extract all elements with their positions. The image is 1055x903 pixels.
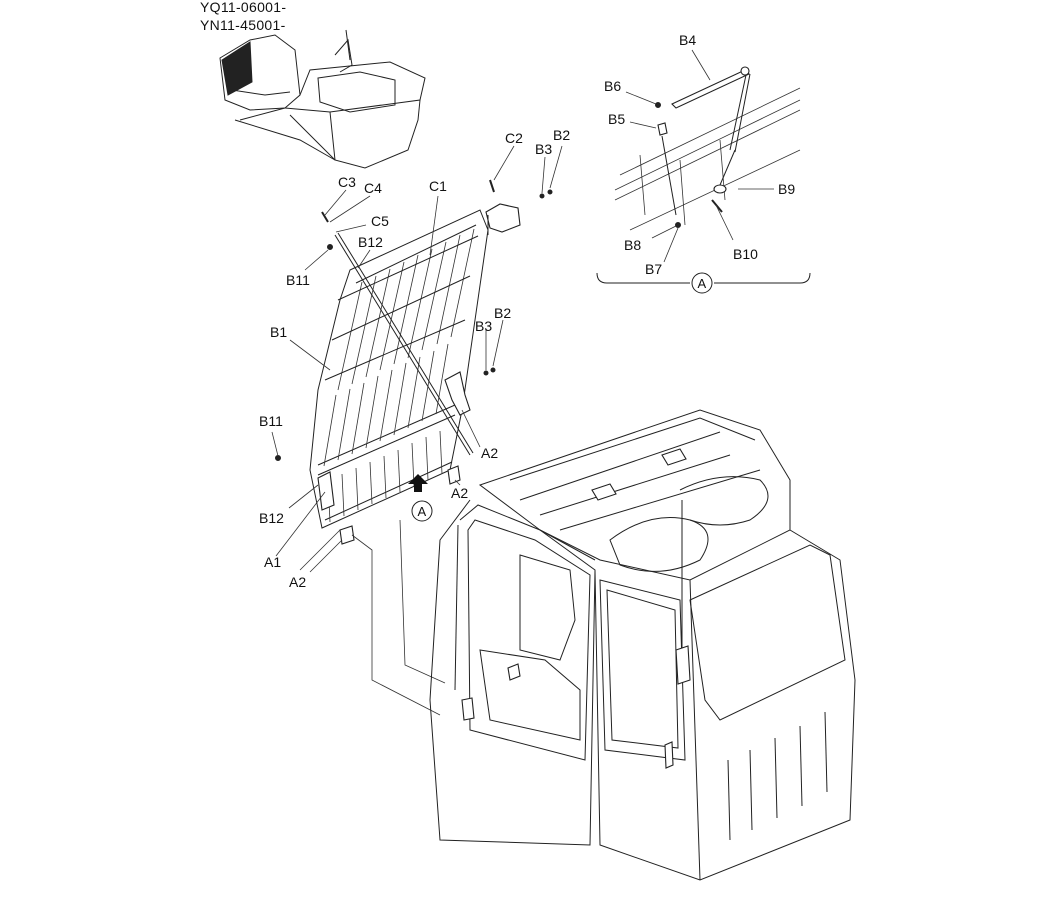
bolt-b6 [655, 102, 661, 108]
callout-b11-top: B11 [286, 272, 310, 288]
door-lock [461, 697, 475, 721]
callout-b11-low: B11 [259, 413, 283, 429]
callout-b1: B1 [270, 324, 287, 340]
washer-b3-upper [539, 193, 545, 199]
roof-latch-left [591, 483, 617, 501]
callout-b7: B7 [645, 261, 662, 277]
rod-pivot-b4 [740, 66, 750, 76]
callout-c5: C5 [371, 213, 389, 229]
view-a-marker-letter: A [698, 276, 707, 291]
callout-c2: C2 [505, 130, 523, 146]
seat-inset-illustration [219, 29, 426, 169]
pin-b8 [675, 222, 681, 228]
view-a-callout-letter: A [418, 504, 427, 519]
callout-b12-low: B12 [259, 510, 284, 526]
callout-a2-right: A2 [481, 445, 498, 461]
side-handle [664, 741, 674, 769]
mounting-bracket-bottom [339, 525, 355, 545]
callout-c3: C3 [338, 174, 356, 190]
washer-b9 [713, 184, 727, 194]
callout-b3-mid: B3 [475, 318, 492, 334]
bolt-c3 [321, 211, 329, 223]
callout-a2-low: A2 [289, 574, 306, 590]
mounting-bracket-right-upper [444, 371, 471, 416]
view-a-marker-circle [691, 272, 713, 294]
callout-b10: B10 [733, 246, 758, 262]
serial-number-2: YN11-45001- [200, 17, 286, 33]
bolt-c2 [489, 179, 495, 193]
pin-b10 [711, 199, 723, 213]
callout-a1: A1 [264, 554, 281, 570]
roof-latch-right [661, 448, 687, 466]
mounting-bracket-right-lower [447, 465, 461, 485]
nut-b2-upper [547, 189, 553, 195]
view-a-arrow [408, 474, 428, 492]
mirror-stay [675, 645, 691, 685]
mounting-bracket-left [317, 471, 335, 511]
callout-b2-top: B2 [553, 127, 570, 143]
bolt-b11-lower [275, 455, 281, 461]
callout-b3-top: B3 [535, 141, 552, 157]
view-a-callout-circle [411, 500, 433, 522]
cab-body [429, 409, 856, 881]
callout-b9: B9 [778, 181, 795, 197]
callout-a2-mid: A2 [451, 485, 468, 501]
callout-b5: B5 [608, 111, 625, 127]
view-a-inset: A [596, 49, 811, 294]
top-hinge-c2 [485, 203, 521, 233]
callout-labels: C3 C4 C5 C1 C2 B3 B2 B12 B11 B1 B3 B2 B1… [259, 32, 795, 590]
door-handle [507, 663, 521, 681]
callout-b8: B8 [624, 237, 641, 253]
nut-b2-lower [490, 367, 496, 373]
clip-b5 [657, 122, 668, 136]
front-guard-assembly: A [271, 145, 563, 716]
bolt-b11-upper [327, 244, 333, 250]
serial-number-1: YQ11-06001- [200, 0, 286, 15]
callout-b2-mid: B2 [494, 305, 511, 321]
callout-b4: B4 [679, 32, 696, 48]
callout-b12-top: B12 [358, 234, 383, 250]
washer-b3-lower [483, 370, 489, 376]
callout-c1: C1 [429, 178, 447, 194]
callout-b6: B6 [604, 78, 621, 94]
callout-c4: C4 [364, 180, 382, 196]
